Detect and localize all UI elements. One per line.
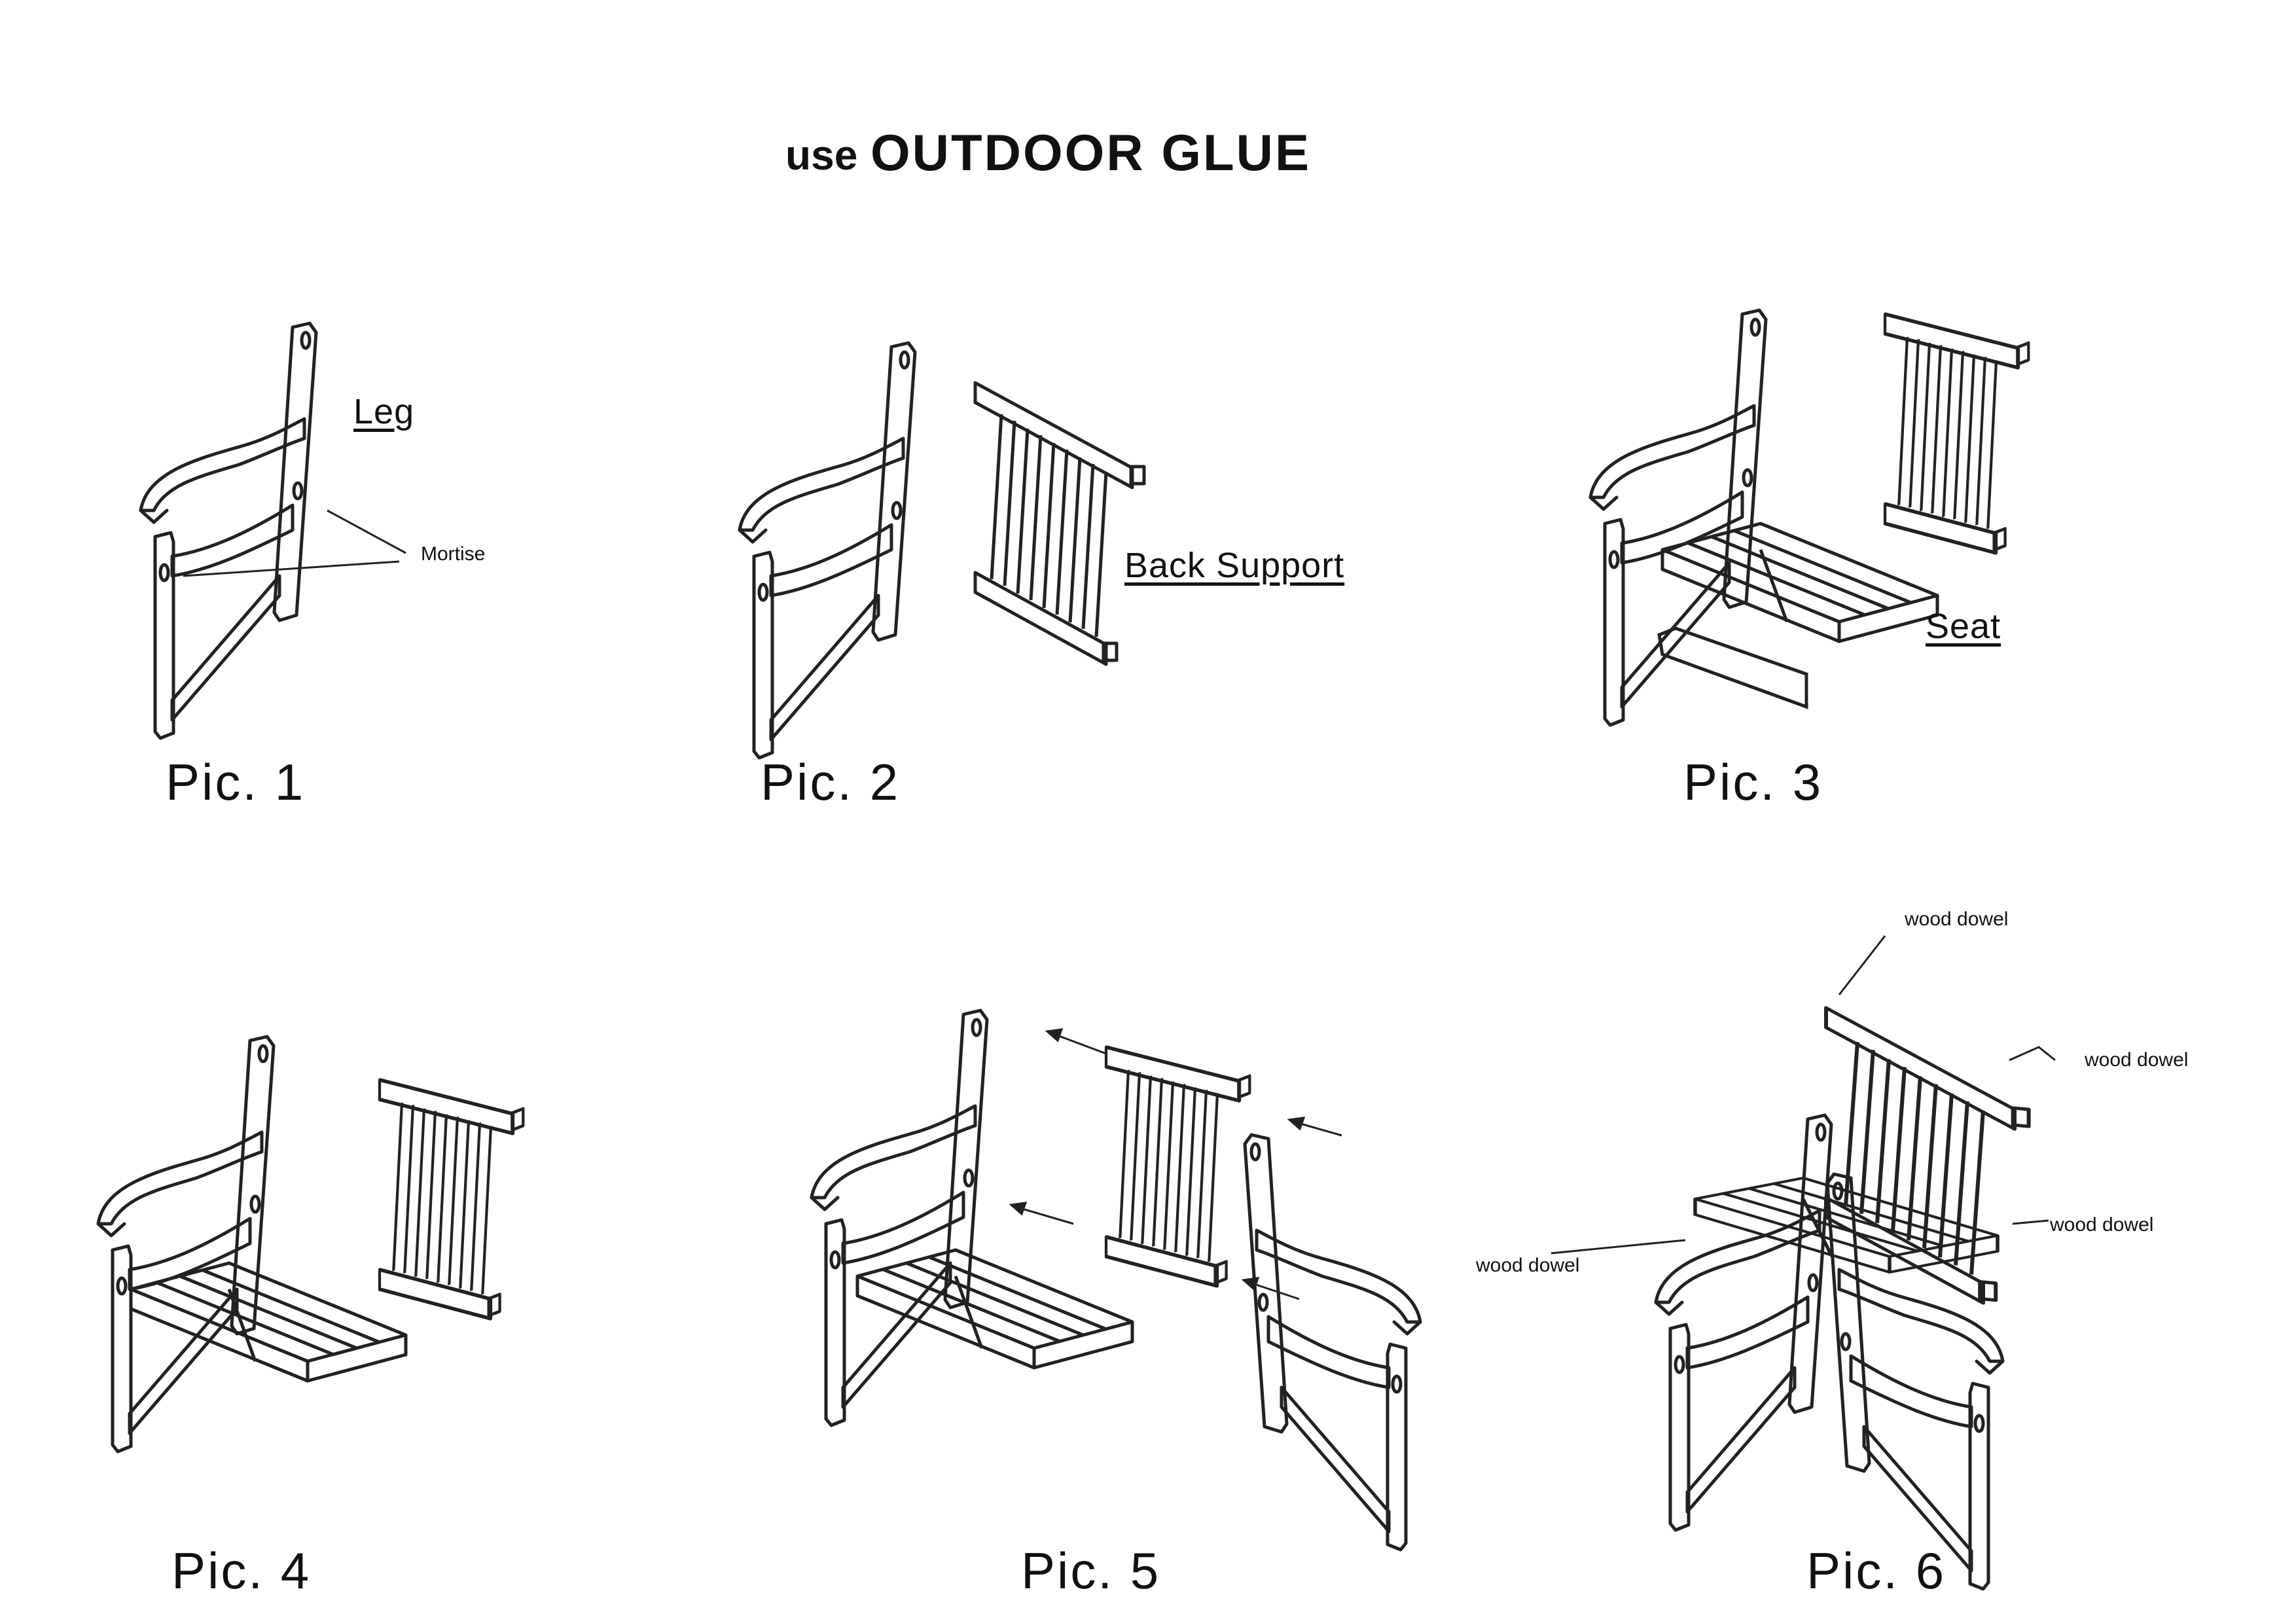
- pic3-label: Pic. 3: [1683, 753, 1823, 811]
- wood-dowel-label-left: wood dowel: [1476, 1255, 1580, 1276]
- leg-label: Leg: [353, 392, 415, 431]
- pic2-label: Pic. 2: [761, 753, 901, 811]
- pic4-label: Pic. 4: [171, 1542, 312, 1599]
- pic5-label: Pic. 5: [1021, 1542, 1161, 1599]
- wood-dowel-label-top: wood dowel: [1905, 908, 2009, 930]
- pic6-drawing: [1551, 935, 2056, 1589]
- pic3-drawing: [1590, 259, 2028, 725]
- wood-dowel-label-right-top: wood dowel: [2085, 1049, 2189, 1071]
- pic4-drawing: [98, 1025, 523, 1452]
- seat-label: Seat: [1926, 607, 2001, 646]
- header-use: use: [785, 132, 858, 179]
- wood-dowel-label-right-bottom: wood dowel: [2050, 1214, 2154, 1236]
- pic2-drawing: [740, 343, 1144, 758]
- header-outdoor-glue: OUTDOOR GLUE: [870, 124, 1311, 181]
- mortise-label: Mortise: [421, 543, 486, 565]
- pic5-drawing: [812, 992, 1420, 1550]
- pic1-drawing: [141, 323, 406, 738]
- pic6-label: Pic. 6: [1806, 1542, 1946, 1599]
- pic1-label: Pic. 1: [166, 753, 306, 811]
- back-support-label: Back Support: [1124, 546, 1345, 585]
